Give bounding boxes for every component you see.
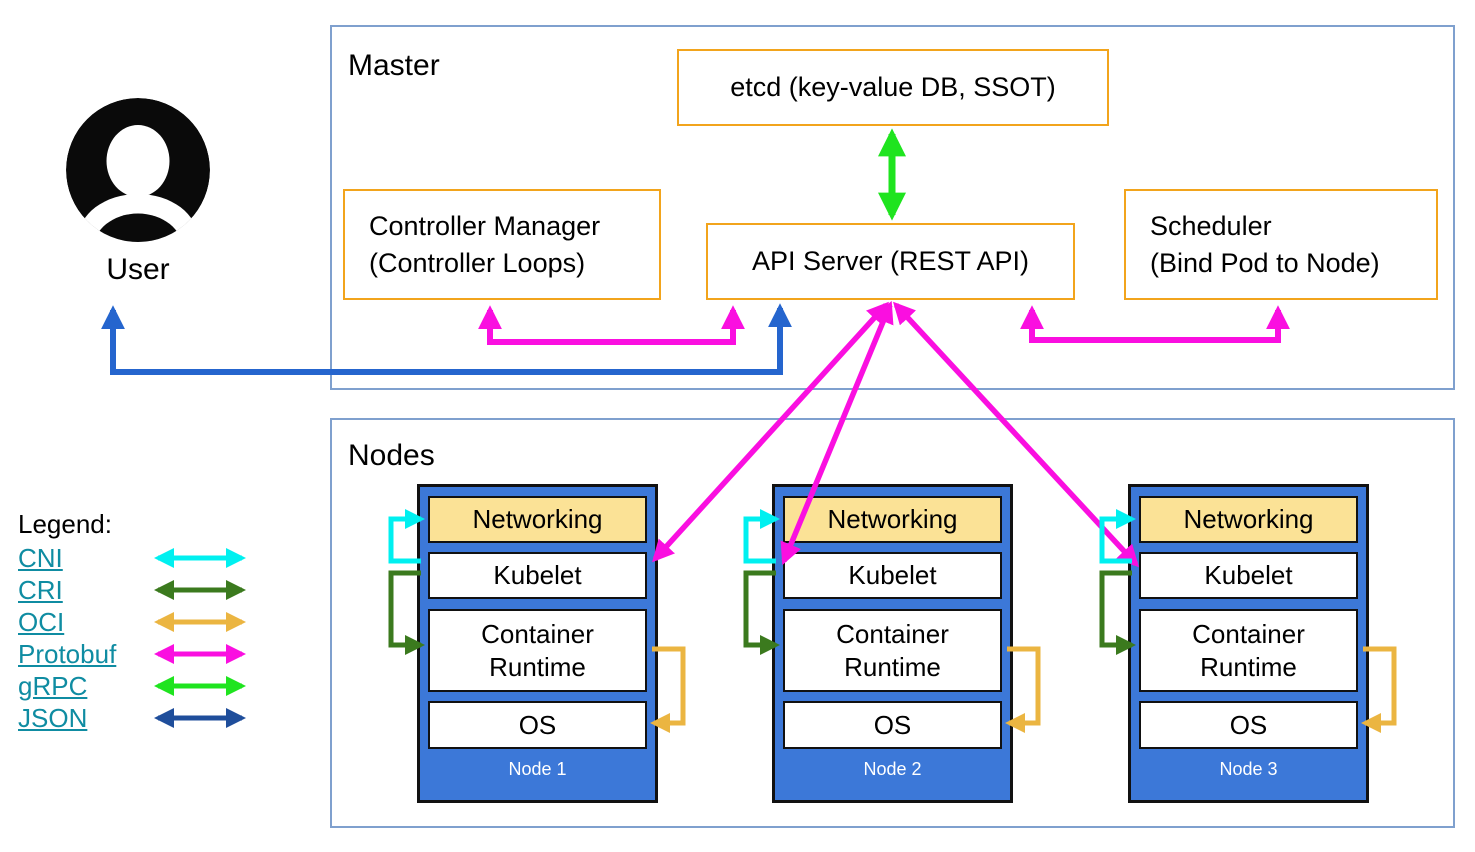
legend-item-grpc: gRPC (18, 670, 278, 702)
node-1-os-layer: OS (428, 701, 647, 749)
legend-item-protobuf: Protobuf (18, 638, 278, 670)
node-2-networking-layer: Networking (783, 496, 1002, 543)
legend-arrow-grpc-icon (154, 676, 246, 696)
node-3-os-layer: OS (1139, 701, 1358, 749)
node-1-title: Node 1 (508, 759, 567, 779)
legend-arrow-json-icon (154, 708, 246, 728)
node-2-box: Networking Kubelet Container Runtime OS … (772, 484, 1013, 803)
controller-manager-label-line2: (Controller Loops) (369, 247, 586, 278)
legend-item-cni: CNI (18, 542, 278, 574)
node-1-networking-layer: Networking (428, 496, 647, 543)
legend-link-grpc[interactable]: gRPC (18, 670, 88, 701)
api-server-box: API Server (REST API) (706, 223, 1075, 300)
scheduler-box: Scheduler (Bind Pod to Node) (1124, 189, 1438, 300)
legend-link-protobuf[interactable]: Protobuf (18, 638, 117, 669)
legend-item-json: JSON (18, 702, 278, 734)
master-label: Master (348, 49, 440, 82)
api-server-label: API Server (REST API) (751, 246, 1030, 276)
node-3-container-runtime-layer: Container Runtime (1139, 609, 1358, 692)
node-2-container-runtime-layer: Container Runtime (783, 609, 1002, 692)
node-1-kubelet-layer: Kubelet (428, 552, 647, 599)
legend-arrow-oci-icon (154, 612, 246, 632)
node-3-networking-layer: Networking (1139, 496, 1358, 543)
node-3-kubelet-layer: Kubelet (1139, 552, 1358, 599)
legend-arrow-cni-icon (154, 548, 246, 568)
legend-link-oci[interactable]: OCI (18, 606, 65, 637)
node-1-box: Networking Kubelet Container Runtime OS … (417, 484, 658, 803)
scheduler-label-line1: Scheduler (1150, 210, 1272, 241)
node-3-box: Networking Kubelet Container Runtime OS … (1128, 484, 1369, 803)
node-1-container-runtime-layer: Container Runtime (428, 609, 647, 692)
legend-arrow-cri-icon (154, 580, 246, 600)
legend-item-cri: CRI (18, 574, 278, 606)
legend-link-cni[interactable]: CNI (18, 542, 63, 573)
node-2-os-layer: OS (783, 701, 1002, 749)
node-2-title: Node 2 (863, 759, 922, 779)
node-3-title: Node 3 (1219, 759, 1278, 779)
user-icon (66, 98, 210, 242)
legend-title: Legend: (18, 509, 112, 539)
node-2-kubelet-layer: Kubelet (783, 552, 1002, 599)
nodes-label: Nodes (348, 439, 435, 472)
legend: Legend: CNI CRI OCI Protobuf gRPC (18, 506, 278, 734)
legend-arrow-protobuf-icon (154, 644, 246, 664)
controller-manager-label-line1: Controller Manager (369, 210, 601, 241)
legend-item-oci: OCI (18, 606, 278, 638)
scheduler-label-line2: (Bind Pod to Node) (1150, 247, 1380, 278)
user-avatar (63, 95, 213, 250)
controller-manager-box: Controller Manager (Controller Loops) (343, 189, 661, 300)
legend-link-json[interactable]: JSON (18, 702, 88, 733)
user-label: User (106, 253, 170, 286)
legend-link-cri[interactable]: CRI (18, 574, 63, 605)
etcd-box: etcd (key-value DB, SSOT) (677, 49, 1109, 126)
etcd-label: etcd (key-value DB, SSOT) (730, 72, 1056, 102)
